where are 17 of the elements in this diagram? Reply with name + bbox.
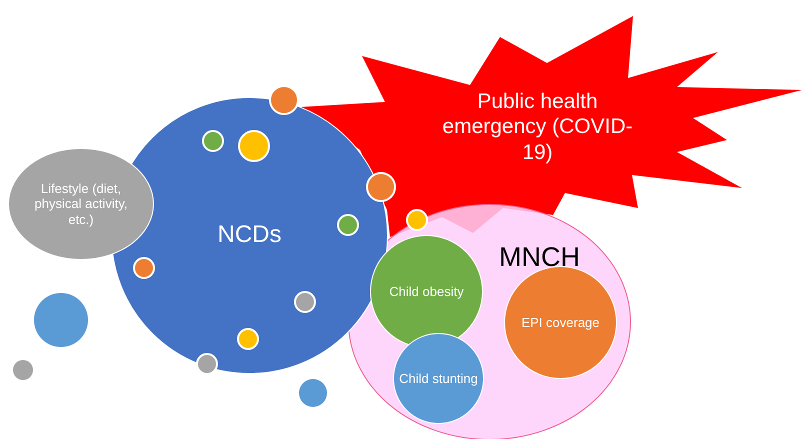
small-circle [34,293,88,347]
node-label: Public health emergency (COVID-19) [441,89,634,165]
small-circle [337,214,359,236]
node-label: Child stunting [399,370,478,386]
node-label: Child obesity [389,284,464,300]
node-label: NCDs [218,221,282,250]
small-circle [13,360,33,380]
small-circle [269,85,299,115]
small-circle [299,379,327,407]
small-circle [202,130,224,152]
node-label: Lifestyle (diet, physical activity, etc.) [34,180,128,228]
small-circle [237,328,259,350]
node-label: MNCH [499,241,580,274]
small-circle [238,130,270,162]
small-circle [133,257,155,279]
small-circle [294,291,316,313]
node-label: EPI coverage [521,314,600,330]
